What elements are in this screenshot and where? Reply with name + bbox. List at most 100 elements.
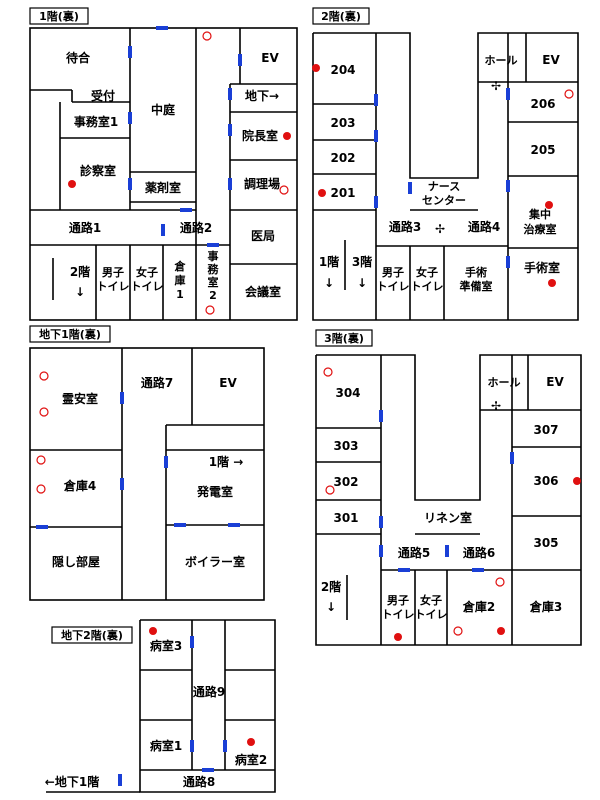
room-exam: 診察室 xyxy=(80,163,116,178)
floor-b1: 地下1階(裏) 霊安室 通路7 EV 倉庫4 1階 → 発電 xyxy=(29,325,265,601)
room-icu-2: 治療室 xyxy=(524,222,557,236)
marker-ring xyxy=(36,484,46,494)
room-waiting: 待合 xyxy=(66,50,91,65)
floor-b2-title: 地下2階(裏) xyxy=(61,628,123,642)
room-mens-toilet-2: トイレ xyxy=(377,280,410,293)
marker-ring xyxy=(205,305,215,315)
floor-1f-doors xyxy=(128,26,242,247)
floor-1f-title: 1階(裏) xyxy=(39,9,79,23)
floor-2f-title: 2階(裏) xyxy=(321,9,361,23)
room-mens-toilet-2: トイレ xyxy=(97,280,130,293)
room-303: 303 xyxy=(333,439,358,453)
corridor-2: 通路2 xyxy=(180,220,212,235)
room-womens-toilet: 女子 xyxy=(136,265,158,279)
room-302: 302 xyxy=(333,475,358,489)
room-reception: 受付 xyxy=(91,88,115,103)
floor-3f-walls xyxy=(315,354,582,646)
marker-ring xyxy=(325,485,335,495)
room-hidden: 隠し部屋 xyxy=(52,554,100,569)
corridor-7: 通路7 xyxy=(141,375,173,390)
floor-3f: 3階(裏) xyxy=(315,329,582,646)
room-307: 307 xyxy=(533,423,558,437)
corridor-1: 通路1 xyxy=(69,220,101,235)
down-arrow-icon: ↓ xyxy=(75,285,85,299)
floor-2f: 2階(裏) xyxy=(312,7,579,321)
stairs-to-2f: 2階 xyxy=(321,579,341,594)
room-nurse-center: ナース xyxy=(428,180,460,193)
floor-b1-walls xyxy=(29,347,265,601)
marker-dot xyxy=(283,132,291,140)
corridor-5: 通路5 xyxy=(398,545,430,560)
marker-dot xyxy=(312,64,320,72)
floor-b2-doors xyxy=(118,636,227,786)
room-hall: ホール xyxy=(485,54,518,67)
room-204: 204 xyxy=(330,63,355,77)
marker-ring xyxy=(36,455,46,465)
room-womens-toilet-2: トイレ xyxy=(415,608,448,621)
room-ward3: 病室3 xyxy=(150,638,182,653)
room-storage3: 倉庫3 xyxy=(529,599,562,614)
floor-3f-title-box xyxy=(315,329,373,347)
room-ev: EV xyxy=(542,53,560,67)
room-morgue: 霊安室 xyxy=(62,391,98,406)
room-306: 306 xyxy=(533,474,558,488)
room-storage1-2: 庫 xyxy=(175,273,186,287)
room-storage1-3: 1 xyxy=(176,288,184,301)
marker-dot xyxy=(247,738,255,746)
room-205: 205 xyxy=(530,143,555,157)
room-301: 301 xyxy=(333,511,358,525)
corridor-3: 通路3 xyxy=(389,219,421,234)
corridor-8: 通路8 xyxy=(183,774,215,789)
room-icu: 集中 xyxy=(528,207,551,221)
room-ev: EV xyxy=(546,375,564,389)
cross-arrow-icon: ✢ xyxy=(491,79,501,93)
stairs-to-2f: 2階 xyxy=(70,264,90,279)
stairs-to-3f: 3階 xyxy=(352,254,372,269)
marker-ring xyxy=(453,626,463,636)
down-arrow-icon: ↓ xyxy=(326,600,336,614)
room-generator: 発電室 xyxy=(196,484,233,499)
down-arrow-icon: ↓ xyxy=(357,276,367,290)
room-mens-toilet: 男子 xyxy=(382,266,404,279)
room-office2-4: 2 xyxy=(209,289,217,302)
marker-ring xyxy=(279,185,289,195)
marker-ring xyxy=(39,407,49,417)
room-womens-toilet-2: トイレ xyxy=(411,280,444,293)
room-mens-toilet-2: トイレ xyxy=(382,608,415,621)
room-office2-2: 務 xyxy=(208,262,220,276)
room-prep: 手術 xyxy=(465,265,487,279)
room-pharmacy: 薬剤室 xyxy=(145,180,181,195)
marker-dot xyxy=(68,180,76,188)
marker-ring xyxy=(39,371,49,381)
floor-b1-title-box xyxy=(29,325,111,343)
marker-ring xyxy=(323,367,333,377)
room-womens-toilet: 女子 xyxy=(420,593,442,607)
room-storage2: 倉庫2 xyxy=(462,599,495,614)
room-surgery: 手術室 xyxy=(524,260,560,275)
room-201: 201 xyxy=(330,186,355,200)
room-meeting: 会議室 xyxy=(245,284,281,299)
floor-b1-doors xyxy=(36,392,240,529)
floor-b1-title: 地下1階(裏) xyxy=(39,327,101,341)
down-arrow-icon: ↓ xyxy=(324,276,334,290)
to-b1-link: ←地下1階 xyxy=(45,774,99,789)
room-director: 院長室 xyxy=(242,128,278,143)
room-medoffice: 医局 xyxy=(251,229,275,243)
floor-3f-doors xyxy=(379,410,514,572)
room-ward1: 病室1 xyxy=(150,738,182,753)
room-ev: EV xyxy=(219,376,237,390)
room-kitchen: 調理場 xyxy=(244,176,280,191)
marker-ring xyxy=(202,31,212,41)
room-womens-toilet-2: トイレ xyxy=(131,280,164,293)
room-ward2: 病室2 xyxy=(235,752,267,767)
room-206: 206 xyxy=(530,97,555,111)
room-203: 203 xyxy=(330,116,355,130)
room-ev: EV xyxy=(261,51,279,65)
cross-arrow-icon: ✢ xyxy=(435,222,445,236)
floor-b2: 地下2階(裏) 病室3 通路9 病室1 病室2 ←地下1階 通路8 xyxy=(45,619,276,793)
room-storage1: 倉 xyxy=(174,259,187,273)
corridor-4: 通路4 xyxy=(468,219,500,234)
floor-2f-title-box xyxy=(312,7,370,25)
floor-b2-title-box xyxy=(51,626,133,644)
floor-1f-title-box xyxy=(29,7,89,25)
